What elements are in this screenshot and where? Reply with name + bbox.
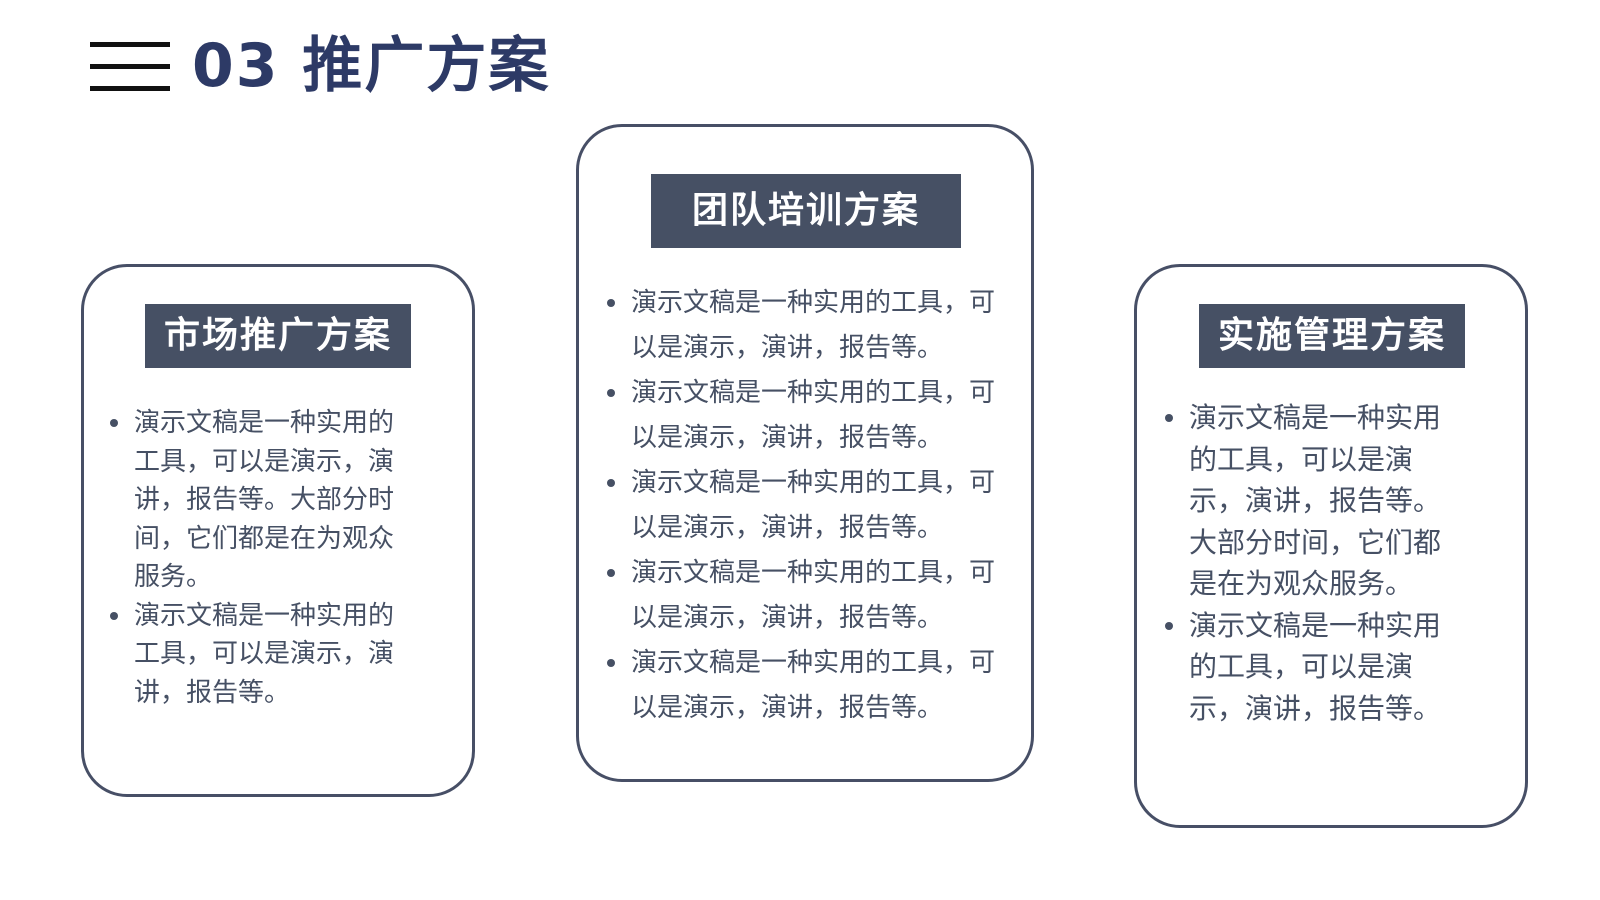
bullet-item: 演示文稿是一种实用的工具，可以是演示，演讲，报告等。 bbox=[605, 281, 995, 371]
card-implementation-management: 实施管理方案 演示文稿是一种实用的工具，可以是演示，演讲，报告等。大部分时间，它… bbox=[1134, 264, 1528, 828]
card-market-promotion: 市场推广方案 演示文稿是一种实用的工具，可以是演示，演讲，报告等。大部分时间，它… bbox=[81, 264, 475, 797]
card-team-training: 团队培训方案 演示文稿是一种实用的工具，可以是演示，演讲，报告等。 演示文稿是一… bbox=[576, 124, 1034, 782]
bullet-list: 演示文稿是一种实用的工具，可以是演示，演讲，报告等。大部分时间，它们都是在为观众… bbox=[108, 404, 408, 712]
hamburger-menu-icon bbox=[90, 42, 170, 92]
bullet-item: 演示文稿是一种实用的工具，可以是演示，演讲，报告等。大部分时间，它们都是在为观众… bbox=[108, 404, 408, 597]
bullet-item: 演示文稿是一种实用的工具，可以是演示，演讲，报告等。 bbox=[605, 371, 995, 461]
page-title: 03 推广方案 bbox=[192, 31, 551, 101]
bullet-item: 演示文稿是一种实用的工具，可以是演示，演讲，报告等。 bbox=[605, 641, 995, 731]
bullet-item: 演示文稿是一种实用的工具，可以是演示，演讲，报告等。 bbox=[1163, 605, 1468, 730]
bullet-item: 演示文稿是一种实用的工具，可以是演示，演讲，报告等。 bbox=[605, 551, 995, 641]
bullet-list: 演示文稿是一种实用的工具，可以是演示，演讲，报告等。大部分时间，它们都是在为观众… bbox=[1163, 397, 1468, 729]
card-header: 市场推广方案 bbox=[145, 304, 411, 368]
card-header: 实施管理方案 bbox=[1199, 304, 1465, 368]
bullet-item: 演示文稿是一种实用的工具，可以是演示，演讲，报告等。 bbox=[108, 597, 408, 713]
bullet-item: 演示文稿是一种实用的工具，可以是演示，演讲，报告等。大部分时间，它们都是在为观众… bbox=[1163, 397, 1468, 605]
bullet-item: 演示文稿是一种实用的工具，可以是演示，演讲，报告等。 bbox=[605, 461, 995, 551]
bullet-list: 演示文稿是一种实用的工具，可以是演示，演讲，报告等。 演示文稿是一种实用的工具，… bbox=[605, 281, 995, 731]
card-header: 团队培训方案 bbox=[651, 174, 961, 248]
